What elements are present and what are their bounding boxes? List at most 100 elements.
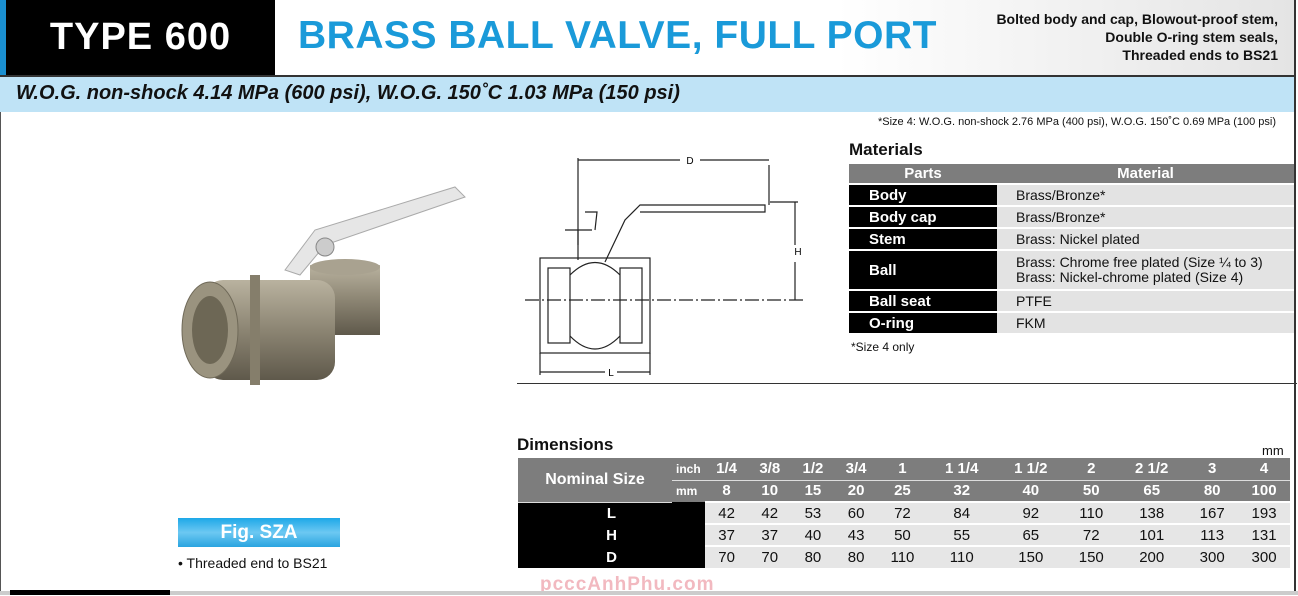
dimension-label: L	[518, 502, 705, 524]
material-cell: PTFE	[997, 290, 1294, 313]
dim-label-d: D	[686, 156, 693, 167]
part-cell: Ball	[849, 250, 997, 291]
inch-size: 4	[1238, 458, 1290, 481]
dimension-value: 200	[1117, 545, 1187, 568]
mm-size: 100	[1238, 480, 1290, 502]
mm-size: 80	[1186, 480, 1239, 502]
dimension-drawing: D H L	[525, 156, 805, 379]
part-cell: Stem	[849, 228, 997, 251]
inch-label: inch	[672, 458, 705, 481]
figure-label: Fig. SZA	[178, 518, 340, 547]
mm-size: 25	[877, 480, 928, 502]
pressure-rating: W.O.G. non-shock 4.14 MPa (600 psi), W.O…	[0, 75, 1296, 112]
part-cell: Body cap	[849, 206, 997, 229]
mm-size: 65	[1117, 480, 1187, 502]
dimension-value: 37	[748, 523, 792, 546]
dimension-value: 60	[834, 501, 878, 524]
inch-size: 3/8	[748, 458, 792, 481]
type-label: TYPE 600	[6, 0, 275, 75]
part-cell: O-ring	[849, 312, 997, 335]
dimension-value: 101	[1117, 523, 1187, 546]
dimension-value: 167	[1186, 501, 1239, 524]
watermark: pcccAnhPhu.com	[540, 574, 715, 595]
inch-size: 2	[1065, 458, 1118, 481]
dimension-value: 300	[1238, 545, 1290, 568]
dimension-value: 110	[1065, 501, 1118, 524]
footer-accent	[10, 590, 170, 595]
dimension-value: 131	[1238, 523, 1290, 546]
section-divider	[517, 383, 1297, 384]
material-cell: Brass: Nickel plated	[997, 228, 1294, 251]
valve-photo	[181, 186, 466, 385]
inch-size: 1 1/2	[996, 458, 1066, 481]
dimension-label: D	[518, 546, 705, 568]
dimensions-unit: mm	[1262, 443, 1284, 458]
dimension-value: 110	[927, 545, 997, 568]
materials-note: *Size 4 only	[851, 340, 915, 354]
inch-size: 1	[877, 458, 928, 481]
material-line: Brass: Nickel-chrome plated (Size 4)	[1016, 269, 1244, 285]
dim-label-l: L	[608, 368, 614, 379]
dimension-value: 193	[1238, 501, 1290, 524]
materials-title: Materials	[849, 140, 923, 159]
inch-size: 3	[1186, 458, 1239, 481]
nominal-size-label: Nominal Size	[518, 458, 672, 503]
dim-label-h: H	[794, 247, 801, 258]
inch-size: 1 1/4	[927, 458, 997, 481]
material-cell: Brass/Bronze*	[997, 206, 1294, 229]
feature-line: Bolted body and cap, Blowout-proof stem,	[996, 11, 1278, 27]
header-background	[275, 0, 1296, 75]
material-cell: Brass/Bronze*	[997, 184, 1294, 207]
page-border	[0, 112, 1, 592]
feature-line: Double O-ring stem seals,	[1105, 29, 1278, 45]
mm-size: 20	[834, 480, 878, 502]
material-cell: Brass: Chrome free plated (Size ¼ to 3)B…	[997, 250, 1294, 291]
dimension-value: 72	[877, 501, 928, 524]
dimension-value: 150	[996, 545, 1066, 568]
col-header: Parts	[849, 164, 997, 185]
dimension-value: 138	[1117, 501, 1187, 524]
dimension-value: 53	[791, 501, 835, 524]
dimension-label: H	[518, 524, 705, 546]
inch-size: 3/4	[834, 458, 878, 481]
dimension-value: 70	[705, 545, 749, 568]
dimension-value: 50	[877, 523, 928, 546]
mm-size: 40	[996, 480, 1066, 502]
dimension-value: 55	[927, 523, 997, 546]
footer-bar	[0, 591, 1298, 595]
feature-line: Threaded ends to BS21	[1122, 47, 1278, 63]
mm-size: 32	[927, 480, 997, 502]
dimension-value: 43	[834, 523, 878, 546]
dimension-value: 80	[834, 545, 878, 568]
col-header: Material	[997, 164, 1294, 185]
inch-size: 1/2	[791, 458, 835, 481]
dimension-value: 37	[705, 523, 749, 546]
dimension-value: 110	[877, 545, 928, 568]
figure-bullet: • Threaded end to BS21	[178, 555, 328, 571]
dimension-value: 70	[748, 545, 792, 568]
page-border	[1294, 0, 1296, 595]
mm-size: 10	[748, 480, 792, 502]
dimension-value: 42	[748, 501, 792, 524]
dimension-value: 40	[791, 523, 835, 546]
dimension-value: 42	[705, 501, 749, 524]
material-cell: FKM	[997, 312, 1294, 335]
mm-label: mm	[672, 480, 705, 502]
dimension-value: 113	[1186, 523, 1239, 546]
page-title: BRASS BALL VALVE, FULL PORT	[298, 14, 937, 57]
dimensions-title: Dimensions	[517, 435, 614, 454]
dimension-value: 150	[1065, 545, 1118, 568]
header-accent-stripe	[0, 0, 6, 75]
size4-footnote: *Size 4: W.O.G. non-shock 2.76 MPa (400 …	[878, 116, 1276, 128]
dimension-value: 80	[791, 545, 835, 568]
dimension-value: 65	[996, 523, 1066, 546]
